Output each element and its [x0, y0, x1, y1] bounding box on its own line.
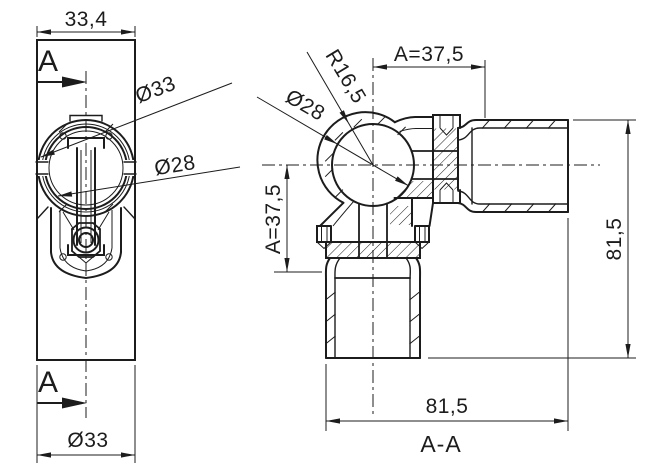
leader-outer-diameter-label: Ø33: [132, 72, 179, 108]
cutting-plane-top: A: [37, 45, 87, 88]
leader-socket-radius-label: R16,5: [321, 46, 371, 108]
clamp-yoke: [36, 206, 136, 280]
dim-overall-length: 81,5: [325, 218, 569, 431]
cutting-plane-letter-top: A: [38, 45, 58, 78]
clamp-top-tab: [69, 114, 103, 122]
cutting-plane-bottom: A: [37, 366, 87, 409]
connector-body-outline: [36, 39, 136, 361]
dim-overall-height: 81,5: [428, 119, 636, 359]
section-title: A-A: [420, 431, 461, 457]
housing-contours: [319, 116, 434, 227]
cutting-plane-arrow-bottom-icon: [62, 397, 87, 409]
socket-outline: [316, 111, 396, 204]
horizontal-pipe: [457, 119, 569, 213]
cutting-plane-arrow-top-icon: [62, 76, 87, 88]
leader-ball-diameter-label: Ø28: [282, 85, 329, 126]
leader-bore-diameter-label: Ø28: [153, 151, 197, 180]
dim-bottom-diameter-label: Ø33: [67, 429, 108, 452]
horizontal-pipe-wall-ticks: [481, 119, 557, 213]
front-view: 33,4 A A Ø33 Ø28: [33, 8, 241, 463]
dim-width-label: 33,4: [65, 8, 108, 31]
dim-offset-vertical-label: A=37,5: [262, 184, 285, 254]
dim-offset-horizontal-label: A=37,5: [394, 43, 464, 66]
ring-side-notches: [33, 158, 139, 178]
dim-overall-height-label: 81,5: [603, 218, 626, 261]
section-view: R16,5 Ø28 A=37,5 A=37,5 81,5: [256, 43, 636, 457]
horizontal-gland-nut: [432, 114, 461, 204]
leader-bore-diameter: Ø28: [57, 151, 241, 197]
dim-offset-horizontal: A=37,5: [373, 43, 486, 118]
cutting-plane-letter-bottom: A: [38, 366, 58, 399]
vertical-pipe-wall-ticks: [325, 291, 420, 345]
dim-offset-vertical: A=37,5: [262, 165, 322, 273]
dim-overall-length-label: 81,5: [426, 395, 469, 418]
dim-bottom-diameter: Ø33: [36, 365, 136, 463]
dim-width: 33,4: [36, 8, 136, 37]
